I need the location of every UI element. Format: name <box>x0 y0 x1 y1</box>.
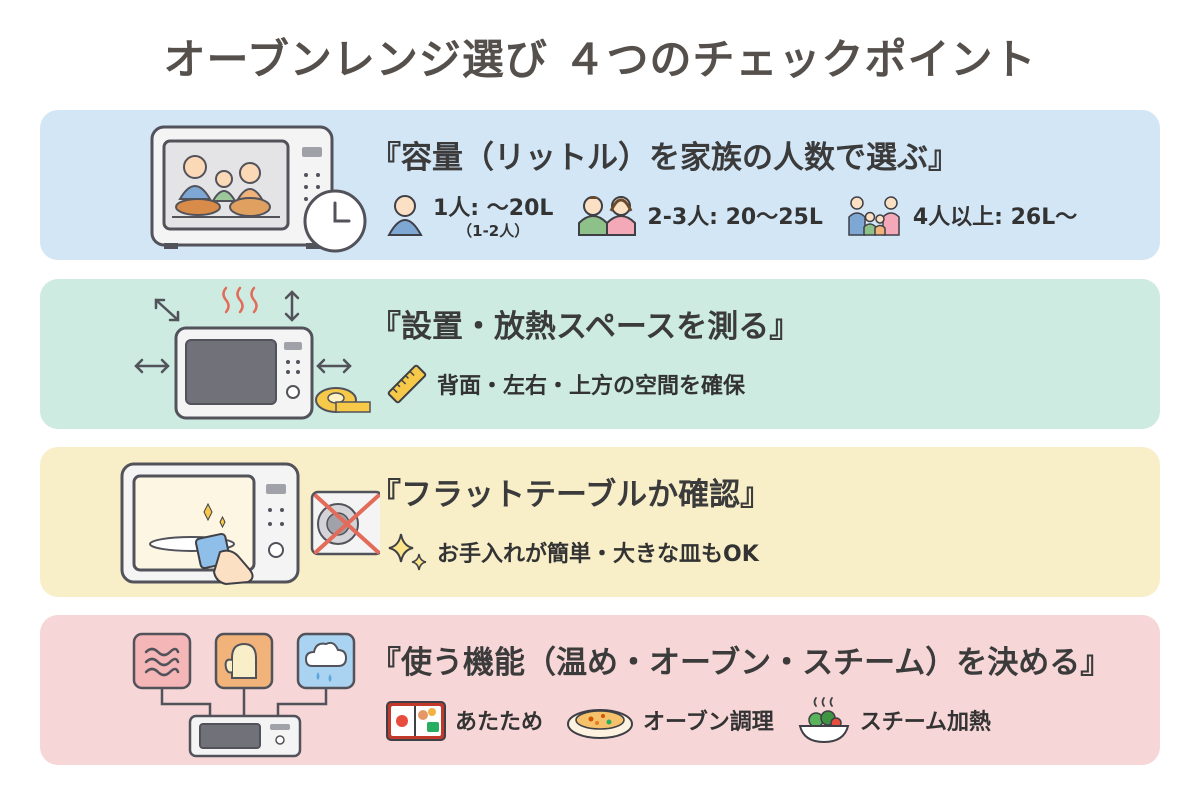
option-couple: 2-3人: 20〜25L <box>575 193 823 237</box>
note-item: お手入れが簡単・大きな皿もOK <box>385 530 759 574</box>
functions-illustration <box>132 632 356 758</box>
card-installation-space: 『設置・放熱スペースを測る』 背面・左右・上方の空間を確保 <box>40 279 1160 429</box>
page-title: オーブンレンジ選び ４つのチェックポイント <box>163 35 1037 84</box>
single-person-icon <box>387 195 423 236</box>
capacity-couple: 2-3人: 20〜25L <box>647 205 823 230</box>
note-item: 背面・左右・上方の空間を確保 <box>385 362 745 406</box>
card-title: 『フラットテーブルか確認』 <box>370 477 772 513</box>
flat-table-note: お手入れが簡単・大きな皿もOK <box>385 527 781 577</box>
ruler-icon <box>387 364 427 404</box>
microwave-clearance-illustration <box>134 286 371 420</box>
flat-table-illustration <box>120 462 380 586</box>
steamed-vegetables-icon <box>798 697 849 744</box>
capacity-single-note: （1-2人） <box>457 221 530 240</box>
card-title: 『使う機能（温め・オーブン・スチーム）を決める』 <box>370 645 1112 681</box>
option-warming: あたため <box>385 698 543 742</box>
family-icon <box>848 196 900 236</box>
card-title: 『設置・放熱スペースを測る』 <box>370 309 801 345</box>
function-steam: スチーム加熱 <box>859 710 992 735</box>
card-capacity: 『容量（リットル）を家族の人数で選ぶ』 1人: 〜20L （1-2人） 2-3人… <box>40 110 1160 260</box>
couple-icon <box>578 196 637 236</box>
capacity-single: 1人: 〜20L <box>433 195 554 221</box>
option-family: 4人以上: 26L〜 <box>845 193 1077 237</box>
capacity-family: 4人以上: 26L〜 <box>912 205 1078 230</box>
card-flat-table: 『フラットテーブルか確認』 お手入れが簡単・大きな皿もOK <box>40 447 1160 597</box>
function-options: あたため オーブン調理 スチーム加熱 <box>385 695 1013 745</box>
option-single: 1人: 〜20L （1-2人） <box>385 190 553 241</box>
flat-table-text: お手入れが簡単・大きな皿もOK <box>437 542 759 567</box>
card-title: 『容量（リットル）を家族の人数で選ぶ』 <box>370 140 959 176</box>
option-oven: オーブン調理 <box>565 698 774 742</box>
capacity-options: 1人: 〜20L （1-2人） 2-3人: 20〜25L <box>385 190 1099 240</box>
card-functions: 『使う機能（温め・オーブン・スチーム）を決める』 あたため <box>40 615 1160 765</box>
option-steam: スチーム加熱 <box>796 696 991 744</box>
function-warming: あたため <box>455 710 544 735</box>
microwave-family-clock-illustration <box>150 125 367 253</box>
installation-text: 背面・左右・上方の空間を確保 <box>437 374 746 399</box>
bento-icon <box>386 701 446 741</box>
gratin-icon <box>567 709 634 739</box>
sparkle-icon <box>388 533 427 571</box>
installation-note: 背面・左右・上方の空間を確保 <box>385 359 767 409</box>
function-oven: オーブン調理 <box>643 710 774 735</box>
